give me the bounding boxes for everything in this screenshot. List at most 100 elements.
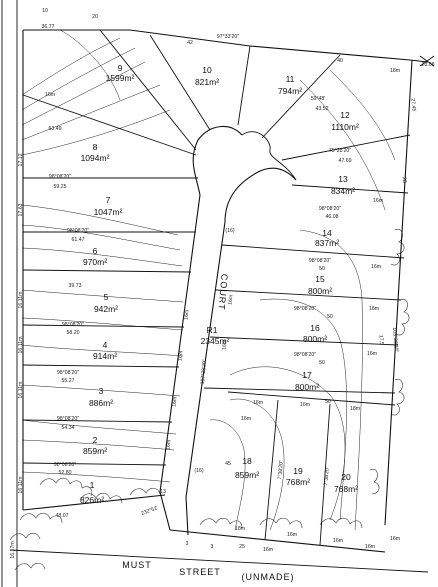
lot-12-area: 1110m² <box>331 122 359 132</box>
dim-right-len-16b: 50 <box>325 399 331 405</box>
dim-bottom-16m: 16m <box>263 547 273 553</box>
dim-left-bearing-f: 98°08'20" <box>54 462 76 468</box>
dim-left-frontage-d: 16.11m <box>18 337 24 354</box>
road-reserve-label: R1 2345m² (16) (16) <box>194 228 234 474</box>
lot-15-number: 15 <box>315 274 325 284</box>
dim-top-left-len: 36.77 <box>42 24 55 30</box>
dim-left-len-3: 54.34 <box>62 425 75 431</box>
dim-left-len-6: 39.73 <box>69 283 82 289</box>
lot-16-number: 16 <box>310 323 320 333</box>
lot-17-area: 800m² <box>295 382 319 392</box>
dim-court-16m-f: 16m <box>222 340 229 351</box>
dim-edge-16m-b: 16m <box>300 402 310 408</box>
dim-left-bearing-d: 98°08'20" <box>57 370 79 376</box>
lot-15-area: 800m² <box>308 286 332 296</box>
lot-1-number: 1 <box>90 480 95 490</box>
dim-bearing-12: 59°48' <box>311 96 326 102</box>
dim-court-16m-e: 16m <box>228 295 235 306</box>
dim-right-edge-c: 28 <box>401 177 407 183</box>
street-names: COURT MUST STREET (UNMADE) <box>122 273 295 582</box>
dim-top-corner-20: 20 <box>92 14 98 20</box>
dim-frontage-16m-r: 16m <box>241 416 251 422</box>
lot-9-number: 9 <box>118 63 123 73</box>
dim-top-corner-10: 10 <box>42 8 48 14</box>
lot-20-number: 20 <box>341 472 351 482</box>
outer-boundary <box>9 29 429 573</box>
dim-edge-top: 40 <box>337 58 343 64</box>
dim-left-len-4: 55.27 <box>62 378 75 384</box>
dim-court-16m-c: 16m <box>172 397 179 408</box>
lot-8-area: 1094m² <box>81 153 110 163</box>
dim-court-16m-d: 16m <box>166 440 173 451</box>
dim-left-frontage-a: 16.17m <box>10 541 16 558</box>
dim-edge-18m: 18m <box>390 68 400 74</box>
contour-lines <box>21 29 396 531</box>
dim-right-len-13: 47.69 <box>339 158 352 164</box>
dim-left-len-5: 58.20 <box>67 330 80 336</box>
dim-right-edge-a: 27.45 <box>409 98 416 112</box>
dim-edge-16m-f: 16m <box>371 264 381 270</box>
dim-lot1-bearing: 232°52' <box>140 505 158 517</box>
lot-6-number: 6 <box>93 246 98 256</box>
dim-right-len-16: 50 <box>327 314 333 320</box>
court-width-top: (16) <box>225 228 234 234</box>
lot-9-area: 1599m² <box>106 73 135 83</box>
dim-left-len-7: 61.47 <box>72 237 85 243</box>
dim-left-len-1: 48.07 <box>56 513 69 519</box>
lot-2-number: 2 <box>93 435 98 445</box>
lot-13-number: 13 <box>338 174 348 184</box>
road-reserve-area: 2345m² <box>201 336 230 346</box>
court-width-bottom: (16) <box>194 468 203 474</box>
lot-18-number: 18 <box>242 456 252 466</box>
dim-bottom-3a: 3 <box>186 541 189 547</box>
unmade-label: (UNMADE) <box>242 572 295 582</box>
lot-18-area: 859m² <box>235 470 259 480</box>
street-word: STREET <box>179 567 221 577</box>
dim-lot19-bearing: 7°38'20" <box>323 466 331 486</box>
dim-left-len-2: 52.80 <box>59 470 72 476</box>
dim-bottom-25: 25 <box>239 544 245 550</box>
lot-14-number: 14 <box>322 228 332 238</box>
dim-left-bearing-c: 98°08'20" <box>62 322 84 328</box>
dim-lot18-bearing: 7°38'20" <box>277 460 285 480</box>
dim-left-frontage-b: 16.11m <box>18 477 24 494</box>
lot-14-area: 837m² <box>315 238 339 248</box>
lot-19-area: 768m² <box>286 477 310 487</box>
dim-len-9: 63.49 <box>49 126 62 132</box>
lot-17-number: 17 <box>302 370 312 380</box>
dim-right-bearing-b: 98°08'20" <box>319 206 341 212</box>
dim-edge-16m-c: 16m <box>287 532 297 538</box>
dim-frontage-45: 45 <box>225 461 231 467</box>
lot-2-area: 859m² <box>83 446 107 456</box>
lot-10-area: 821m² <box>195 77 219 87</box>
dim-len-12: 43.52 <box>316 106 329 112</box>
lot-16-area: 800m² <box>303 334 327 344</box>
lot-lines-right <box>149 34 411 546</box>
court-road <box>159 126 297 536</box>
lot-11-area: 794m² <box>278 86 302 96</box>
lot-4-number: 4 <box>103 340 108 350</box>
dim-edge-18m-c: 18m <box>235 526 245 532</box>
dim-edge-16m-e: 16m <box>373 198 383 204</box>
dim-left-bearing-e: 98°08'20" <box>57 416 79 422</box>
dim-left-bearing-b: 98°08'20" <box>67 228 89 234</box>
dim-right-len-14: 46.08 <box>326 214 339 220</box>
dim-edge-16m-a: 16m <box>253 400 263 406</box>
dim-left-frontage-e: 16.11m <box>18 292 24 309</box>
dim-right-bearing-a: 75°28'20" <box>329 148 351 154</box>
dim-right-edge-b: 17.5 <box>378 335 385 346</box>
dim-left-bearing-a: 98°08'20" <box>49 174 71 180</box>
dim-court-bearing: 187°38'20" <box>200 359 208 385</box>
lot-20-area: 768m² <box>334 484 358 494</box>
lot-4-area: 914m² <box>93 351 117 361</box>
must-street-name: MUST <box>122 560 152 570</box>
dim-edge-16m-h: 16m <box>367 351 377 357</box>
dim-right-bearing-c: 98°08'20" <box>309 258 331 264</box>
dim-court-16m-a: 16m <box>184 310 191 321</box>
dim-edge-16m-d: 16m <box>333 538 343 544</box>
dim-bottom-3b: 3 <box>211 544 214 550</box>
dim-top-len: 42 <box>187 40 193 46</box>
dim-left-frontage-f: 17.63 <box>18 203 24 216</box>
lot-10-number: 10 <box>202 65 212 75</box>
